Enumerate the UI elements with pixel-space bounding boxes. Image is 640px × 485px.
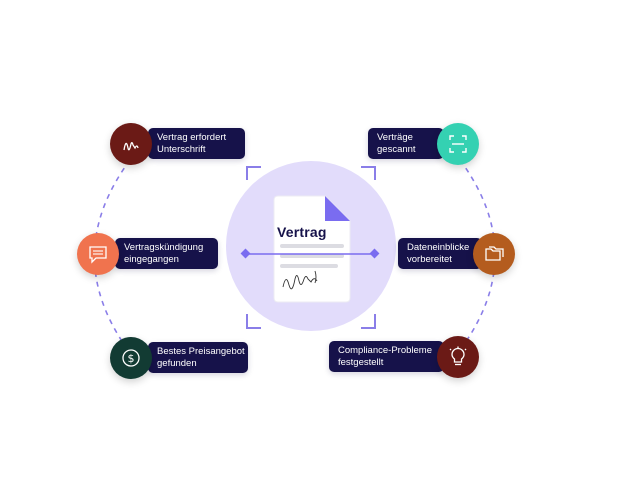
svg-text:$: $ <box>128 352 135 365</box>
node-insights-badge <box>473 233 515 275</box>
message-icon <box>89 246 107 264</box>
node-scanned-badge <box>437 123 479 165</box>
node-price-badge: $ <box>110 337 152 379</box>
document-card <box>273 195 351 303</box>
node-termination-badge <box>77 233 119 275</box>
dollar-icon: $ <box>122 349 140 367</box>
node-compliance-badge <box>437 336 479 378</box>
scan-icon <box>449 135 467 153</box>
lightbulb-icon <box>449 346 467 366</box>
handwritten-signature <box>282 270 318 290</box>
folders-icon <box>485 246 504 261</box>
node-signature-badge <box>110 123 152 165</box>
signature-icon <box>123 142 139 151</box>
document-title: Vertrag <box>277 224 327 240</box>
focus-brackets <box>246 166 376 329</box>
